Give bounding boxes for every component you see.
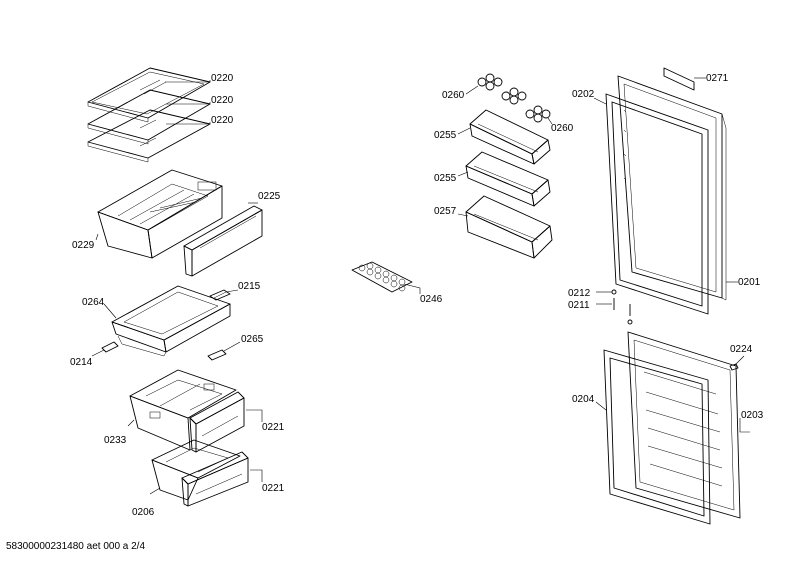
crisper-cover [183, 205, 263, 277]
leader-lines-shelves [165, 80, 211, 125]
label-glass-shelf-2: 0220 [211, 95, 234, 106]
label-hinge-cover: 0224 [730, 344, 753, 355]
label-slide-rail-left: 0214 [70, 357, 93, 368]
label-glass-shelf-1: 0220 [211, 73, 234, 84]
label-slide-rail-right: 0215 [238, 281, 261, 292]
slide-rail-left [101, 341, 119, 353]
label-door-lower: 0203 [741, 410, 764, 421]
label-bottle-shelf: 0257 [434, 206, 457, 217]
door-shelf-1 [469, 109, 551, 165]
tray [111, 285, 231, 357]
egg-tray [351, 261, 413, 293]
label-freezer-basket-1: 0233 [104, 435, 127, 446]
label-door-shelf-1: 0255 [434, 130, 457, 141]
screw [613, 298, 633, 325]
label-door-shelf-2: 0255 [434, 173, 457, 184]
label-crisper-cover: 0225 [258, 191, 281, 202]
label-door-upper: 0201 [738, 277, 761, 288]
label-freezer-basket-2: 0206 [132, 507, 155, 518]
label-egg-holder-2: 0260 [551, 123, 574, 134]
freezer-front-2 [181, 451, 249, 507]
rail-small [207, 349, 227, 361]
label-glass-shelf-3: 0220 [211, 115, 234, 126]
crisper-drawer [97, 169, 223, 259]
bottle-shelf [465, 195, 553, 259]
freezer-basket-1 [129, 369, 237, 451]
egg-holder-2 [525, 105, 551, 123]
door-shelf-2 [465, 151, 551, 207]
label-rail-small: 0265 [241, 334, 264, 345]
label-door-gasket-lower: 0204 [572, 394, 595, 405]
label-tray: 0264 [82, 297, 105, 308]
door-label [663, 67, 695, 91]
document-footer: 58300000231480 aet 000 a 2/4 [6, 541, 146, 552]
label-screw: 0211 [568, 300, 590, 311]
label-screw-cap: 0212 [568, 288, 591, 299]
freezer-front-1 [189, 391, 245, 453]
screw-cap [611, 289, 617, 295]
label-crisper-drawer: 0229 [72, 240, 95, 251]
label-door-label: 0271 [706, 73, 729, 84]
egg-holder-1 [477, 73, 527, 105]
door-upper [617, 75, 727, 301]
label-door-gasket-upper: 0202 [572, 89, 595, 100]
door-gasket-lower [603, 349, 711, 525]
label-freezer-front-1: 0221 [262, 422, 285, 433]
label-egg-holder-1: 0260 [442, 90, 465, 101]
door-lower [627, 331, 741, 519]
hinge-cover [729, 363, 739, 371]
label-egg-tray: 0246 [420, 294, 443, 305]
door-gasket-upper [605, 93, 709, 315]
label-freezer-front-2: 0221 [262, 483, 285, 494]
